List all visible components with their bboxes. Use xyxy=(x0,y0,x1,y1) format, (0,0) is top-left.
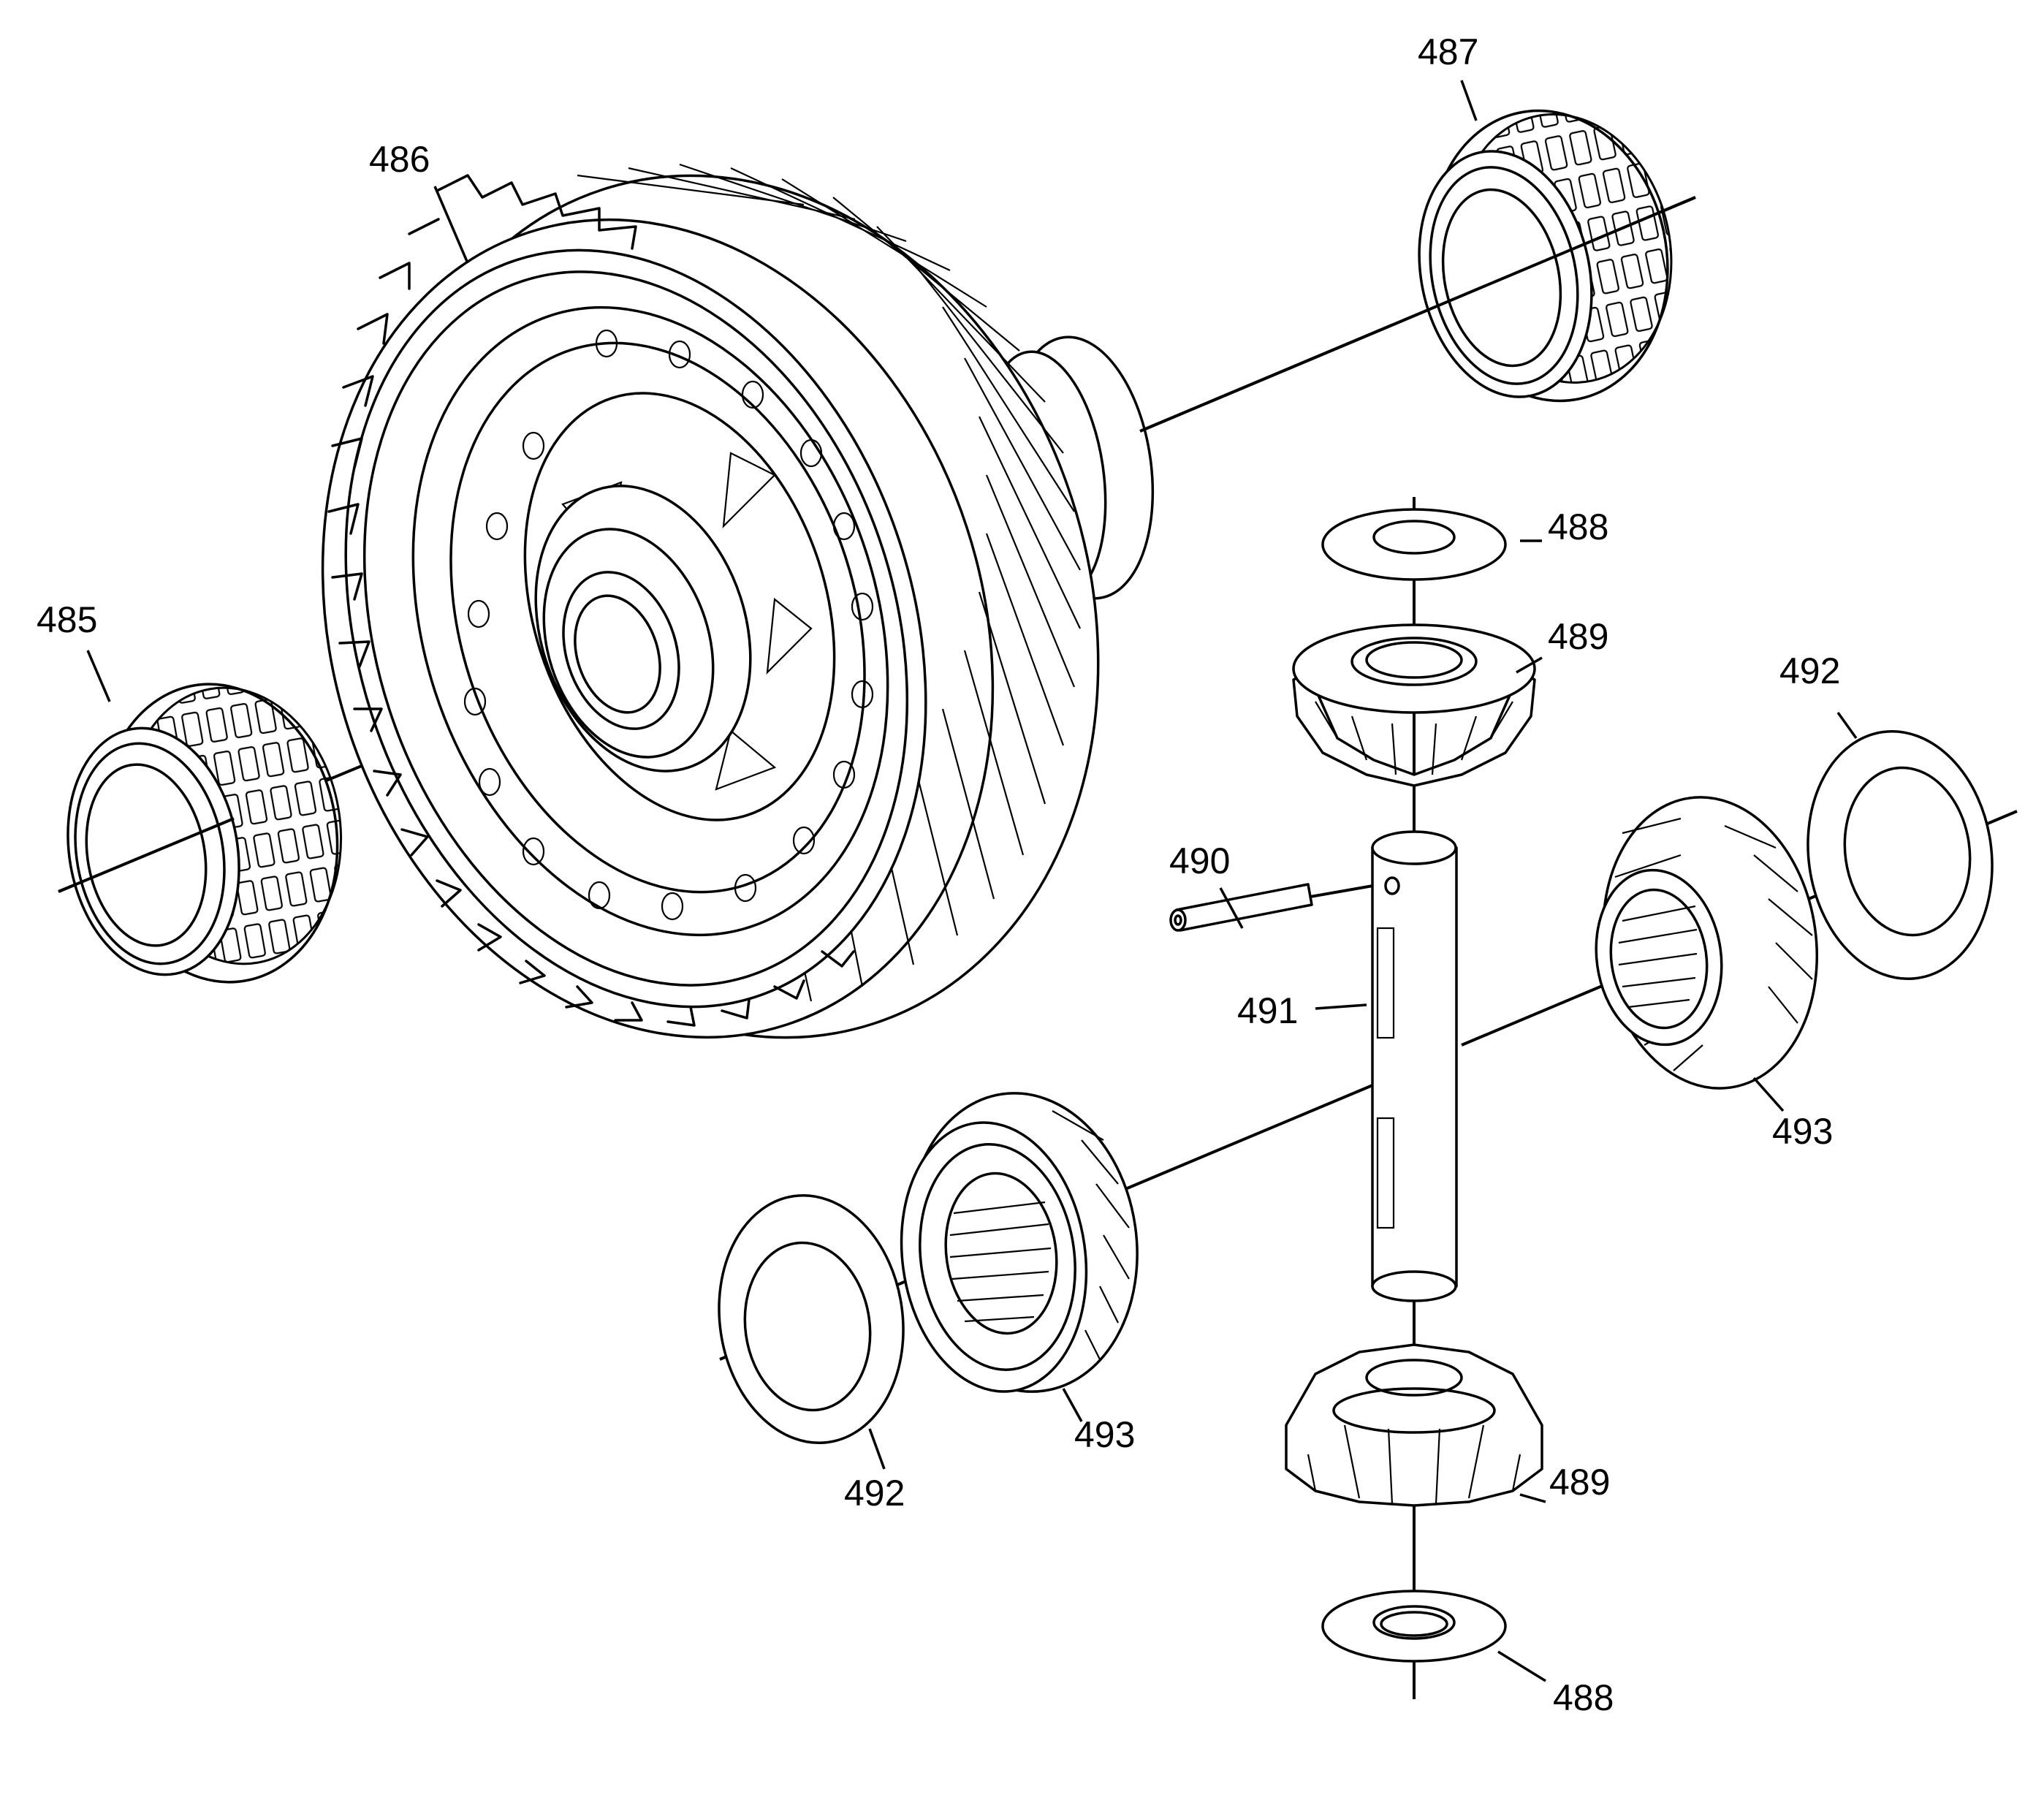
callout-492-right: 492 xyxy=(1779,650,1840,691)
callout-492-left: 492 xyxy=(844,1473,905,1514)
thrust-washer-488-bottom xyxy=(1321,1590,1507,1663)
callout-493-right: 493 xyxy=(1772,1111,1833,1152)
lock-pin-490 xyxy=(1169,883,1313,932)
thrust-washer-492-left xyxy=(718,1194,905,1444)
callout-493-left: 493 xyxy=(1074,1414,1135,1455)
callout-488-top: 488 xyxy=(1548,506,1608,547)
pinion-gear-489-top xyxy=(1292,623,1536,787)
differential-ring-gear-486 xyxy=(321,163,1155,1039)
side-gear-493-left xyxy=(900,1092,1139,1393)
callout-487: 487 xyxy=(1418,31,1478,72)
pinion-shaft-491 xyxy=(1371,830,1458,1302)
callout-labels: 485 486 487 488 489 490 491 492 493 493 … xyxy=(37,31,1840,1718)
callout-489-top: 489 xyxy=(1548,616,1608,657)
callout-489-bottom: 489 xyxy=(1549,1462,1610,1503)
callout-490: 490 xyxy=(1169,840,1230,881)
thrust-washer-488-top xyxy=(1321,508,1507,581)
tapered-roller-bearing-485 xyxy=(58,683,343,984)
callout-491: 491 xyxy=(1237,990,1298,1031)
bolt-holes xyxy=(463,329,874,921)
callout-488-bottom: 488 xyxy=(1553,1677,1614,1718)
leader-lines xyxy=(86,80,1858,1682)
tapered-roller-bearing-487 xyxy=(1139,109,1696,433)
callout-485: 485 xyxy=(37,599,97,640)
side-gear-493-right xyxy=(1595,796,1819,1090)
pinion-gear-489-bottom xyxy=(1285,1343,1543,1507)
thrust-washer-492-right xyxy=(1806,730,1994,980)
callout-486: 486 xyxy=(369,139,430,180)
